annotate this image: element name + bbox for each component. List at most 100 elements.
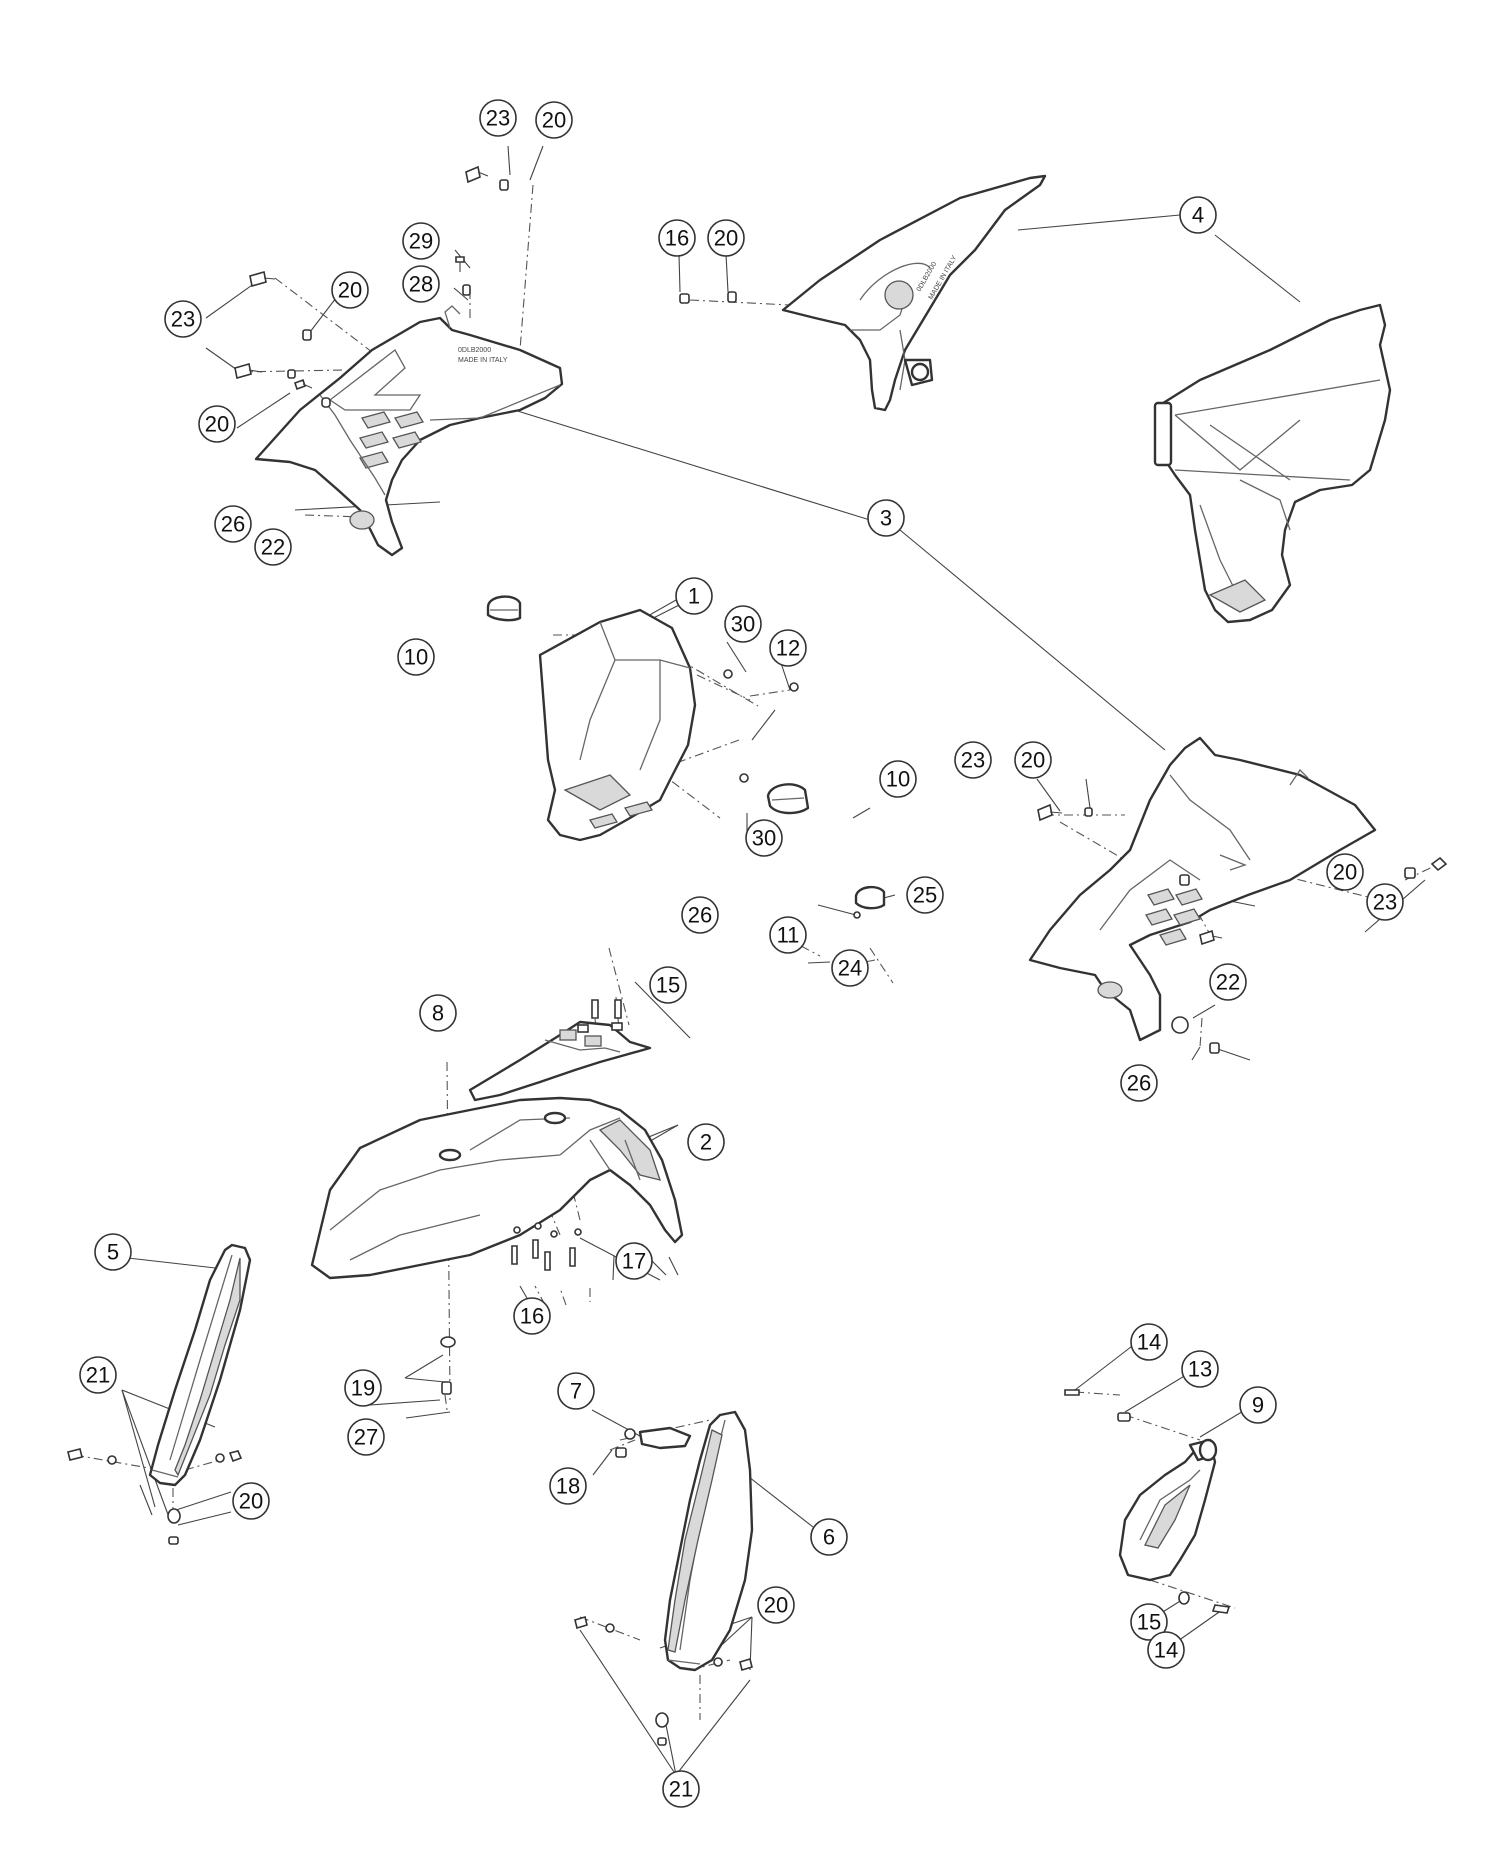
callout-10-right: 10 (879, 760, 917, 798)
callout-18: 18 (549, 1467, 587, 1505)
callout-14-bottom: 14 (1147, 1631, 1185, 1669)
callout-23-left-label: 23 (171, 307, 195, 332)
callout-14-bottom-label: 14 (1154, 1638, 1178, 1663)
callout-3: 3 (867, 499, 905, 537)
callout-19: 19 (344, 1369, 382, 1407)
callout-27: 27 (347, 1418, 385, 1456)
callout-20-left-fork-label: 20 (239, 1489, 263, 1514)
callout-8-label: 8 (432, 1001, 444, 1026)
callout-6-label: 6 (823, 1525, 835, 1550)
callout-22-left: 22 (254, 528, 292, 566)
right-fork-guard (638, 1410, 754, 1672)
callout-23-right-mid: 23 (1366, 883, 1404, 921)
callout-9: 9 (1239, 1386, 1277, 1424)
callout-10-left: 10 (397, 638, 435, 676)
callout-21-bottom: 21 (662, 1770, 700, 1808)
callout-24-label: 24 (838, 956, 862, 981)
callout-12-label: 12 (776, 636, 800, 661)
callout-10-right-label: 10 (886, 767, 910, 792)
callout-12: 12 (769, 629, 807, 667)
callout-20-right-top-label: 20 (1021, 748, 1045, 773)
callout-28: 28 (402, 265, 440, 303)
callout-27-label: 27 (354, 1425, 378, 1450)
callout-30-upper: 30 (724, 605, 762, 643)
callout-16-fender: 16 (513, 1297, 551, 1335)
callout-20-left-upper-label: 20 (338, 278, 362, 303)
callout-4-label: 4 (1192, 203, 1204, 228)
callout-20-right-fork: 20 (757, 1586, 795, 1624)
callout-16-top: 16 (658, 219, 696, 257)
callout-22-right-label: 22 (1216, 970, 1240, 995)
callout-20-right-fork-label: 20 (764, 1593, 788, 1618)
callout-5-label: 5 (107, 1240, 119, 1265)
callout-26-right-label: 26 (1127, 1071, 1151, 1096)
callout-29-label: 29 (409, 229, 433, 254)
callout-20-right-mid-label: 20 (1333, 860, 1357, 885)
callout-7-label: 7 (570, 1379, 582, 1404)
callout-23-right-top-label: 23 (961, 748, 985, 773)
callout-20-top-label: 20 (542, 108, 566, 133)
tank-side-panel-right (1153, 303, 1392, 624)
callout-21-bottom-label: 21 (669, 1777, 693, 1802)
callout-11: 11 (769, 916, 807, 954)
callout-10-left-label: 10 (404, 645, 428, 670)
callout-25-label: 25 (913, 883, 937, 908)
callout-26-center-label: 26 (688, 903, 712, 928)
callout-13-label: 13 (1188, 1357, 1212, 1382)
callout-26-left: 26 (214, 505, 252, 543)
callout-2-label: 2 (700, 1130, 712, 1155)
callout-17-label: 17 (622, 1249, 646, 1274)
callout-28-label: 28 (409, 272, 433, 297)
headlight-mask (538, 608, 697, 842)
callout-26-center: 26 (681, 896, 719, 934)
callout-29: 29 (402, 222, 440, 260)
callout-13: 13 (1181, 1350, 1219, 1388)
callout-15-bottom: 15 (1130, 1603, 1168, 1641)
callout-21-left-label: 21 (86, 1363, 110, 1388)
callout-5: 5 (94, 1233, 132, 1271)
callout-6: 6 (810, 1518, 848, 1556)
callout-16-top-label: 16 (665, 226, 689, 251)
callout-14-top-label: 14 (1137, 1330, 1161, 1355)
callout-4: 4 (1179, 196, 1217, 234)
callout-20-top-right-label: 20 (714, 226, 738, 251)
callout-16-fender-label: 16 (520, 1304, 544, 1329)
callout-23-left: 23 (164, 300, 202, 338)
fairing-clip-11 (854, 885, 886, 910)
callout-19-label: 19 (351, 1376, 375, 1401)
callout-20-top: 20 (535, 101, 573, 139)
tank-side-panel-upper: 0DLB2000 MADE IN ITALY (781, 174, 1047, 412)
callout-22-right: 22 (1209, 963, 1247, 1001)
callout-15-center-label: 15 (656, 973, 680, 998)
hardware-fasteners (67, 165, 1448, 1746)
callout-20-right-top: 20 (1014, 741, 1052, 779)
callout-26-right: 26 (1120, 1064, 1158, 1102)
callout-1: 1 (675, 577, 713, 615)
callout-30-lower: 30 (745, 819, 783, 857)
right-side-shroud (1028, 736, 1377, 1042)
left-fork-guard (148, 1243, 252, 1487)
callout-2: 2 (687, 1123, 725, 1161)
callout-11-label: 11 (777, 923, 800, 948)
callout-23-top: 23 (479, 99, 517, 137)
callout-20-left-fork: 20 (232, 1482, 270, 1520)
front-fender (310, 1096, 684, 1280)
callout-25: 25 (906, 876, 944, 914)
left-shroud-stamp-origin: MADE IN ITALY (458, 357, 508, 364)
strap-clip-lower (766, 783, 810, 815)
fender-bracket (468, 1020, 652, 1102)
callout-15-bottom-label: 15 (1137, 1610, 1161, 1635)
callout-23-right-mid-label: 23 (1373, 890, 1397, 915)
callout-17: 17 (615, 1242, 653, 1280)
callout-30-lower-label: 30 (752, 826, 776, 851)
callout-15-center: 15 (649, 966, 687, 1004)
callout-23-right-top: 23 (954, 741, 992, 779)
callout-7: 7 (557, 1372, 595, 1410)
callout-22-left-label: 22 (261, 535, 285, 560)
callout-9-label: 9 (1252, 1393, 1264, 1418)
strap-clip-upper (486, 595, 522, 622)
callout-20-left-upper: 20 (331, 271, 369, 309)
callout-1-label: 1 (688, 584, 700, 609)
callout-30-upper-label: 30 (731, 612, 755, 637)
